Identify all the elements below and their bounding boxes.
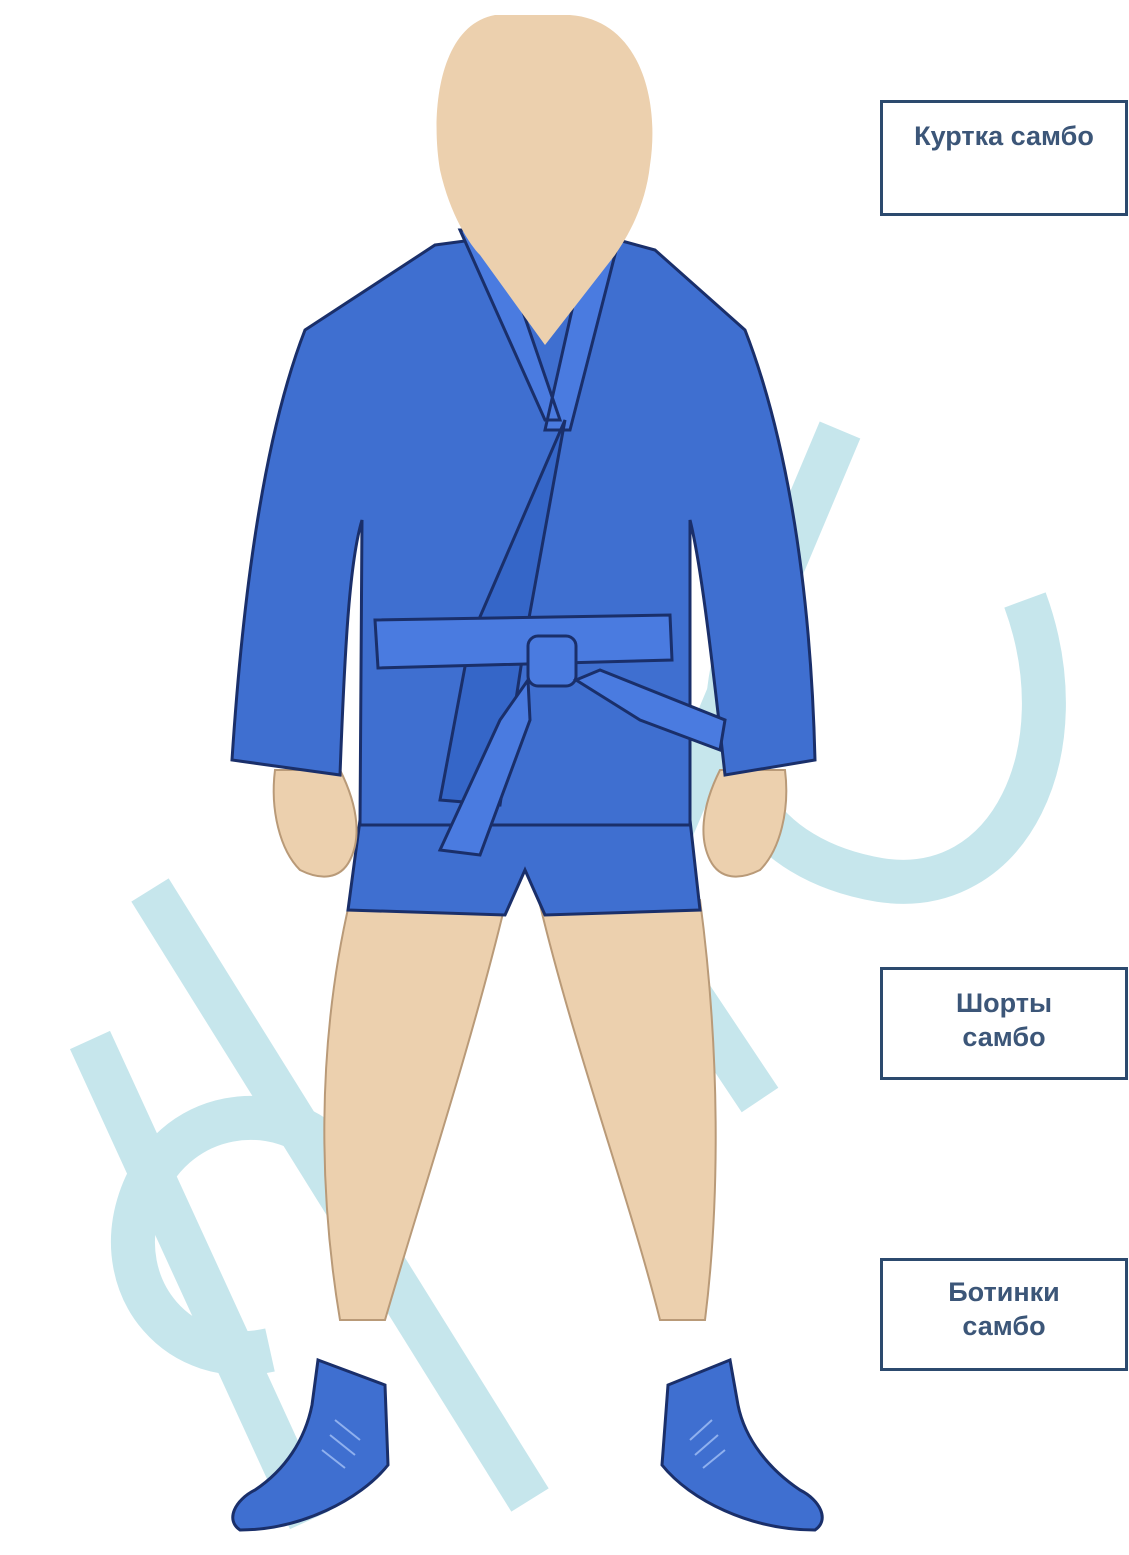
label-shorts-line1: Шорты [883, 986, 1125, 1020]
label-boots: Ботинки самбо [880, 1258, 1128, 1371]
label-jacket-text: Куртка самбо [883, 119, 1125, 153]
left-leg [324, 900, 505, 1320]
belt-band [375, 615, 672, 668]
right-boot [662, 1360, 822, 1530]
right-leg [540, 900, 716, 1320]
label-boots-line1: Ботинки [883, 1275, 1125, 1309]
left-hand [274, 770, 357, 877]
legs [324, 900, 715, 1320]
boots [233, 1360, 822, 1530]
shorts [348, 820, 700, 915]
label-shorts: Шорты самбо [880, 967, 1128, 1080]
label-boots-line2: самбо [883, 1309, 1125, 1343]
belt-knot [528, 636, 576, 686]
label-jacket: Куртка самбо [880, 100, 1128, 216]
label-shorts-line2: самбо [883, 1020, 1125, 1054]
right-hand [703, 770, 786, 877]
